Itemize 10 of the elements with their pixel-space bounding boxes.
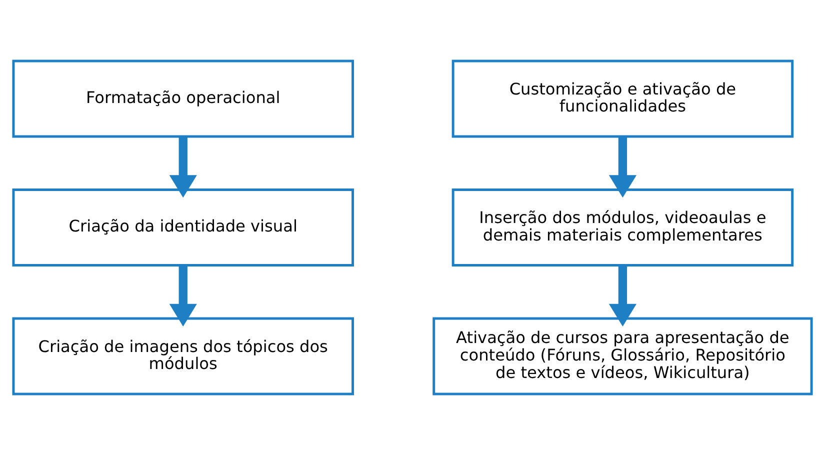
arrow	[169, 265, 197, 326]
node-box: Formatação operacional	[12, 60, 354, 138]
node-box: Inserção dos módulos, videoaulas e demais materiais complementares	[452, 188, 794, 266]
arrow	[169, 136, 197, 198]
node-box: Customização e ativação de funcionalidades	[452, 60, 794, 138]
arrow	[608, 265, 636, 326]
node-box: Ativação de cursos para apresentação de conteúdo (Fóruns, Glossário, Repositório de textos e vídeos, Wikicultura)	[432, 317, 813, 396]
node-box: Criação da identidade visual	[12, 188, 354, 266]
arrow	[608, 136, 636, 198]
node-box: Criação de imagens dos tópicos dos módulos	[12, 317, 354, 396]
